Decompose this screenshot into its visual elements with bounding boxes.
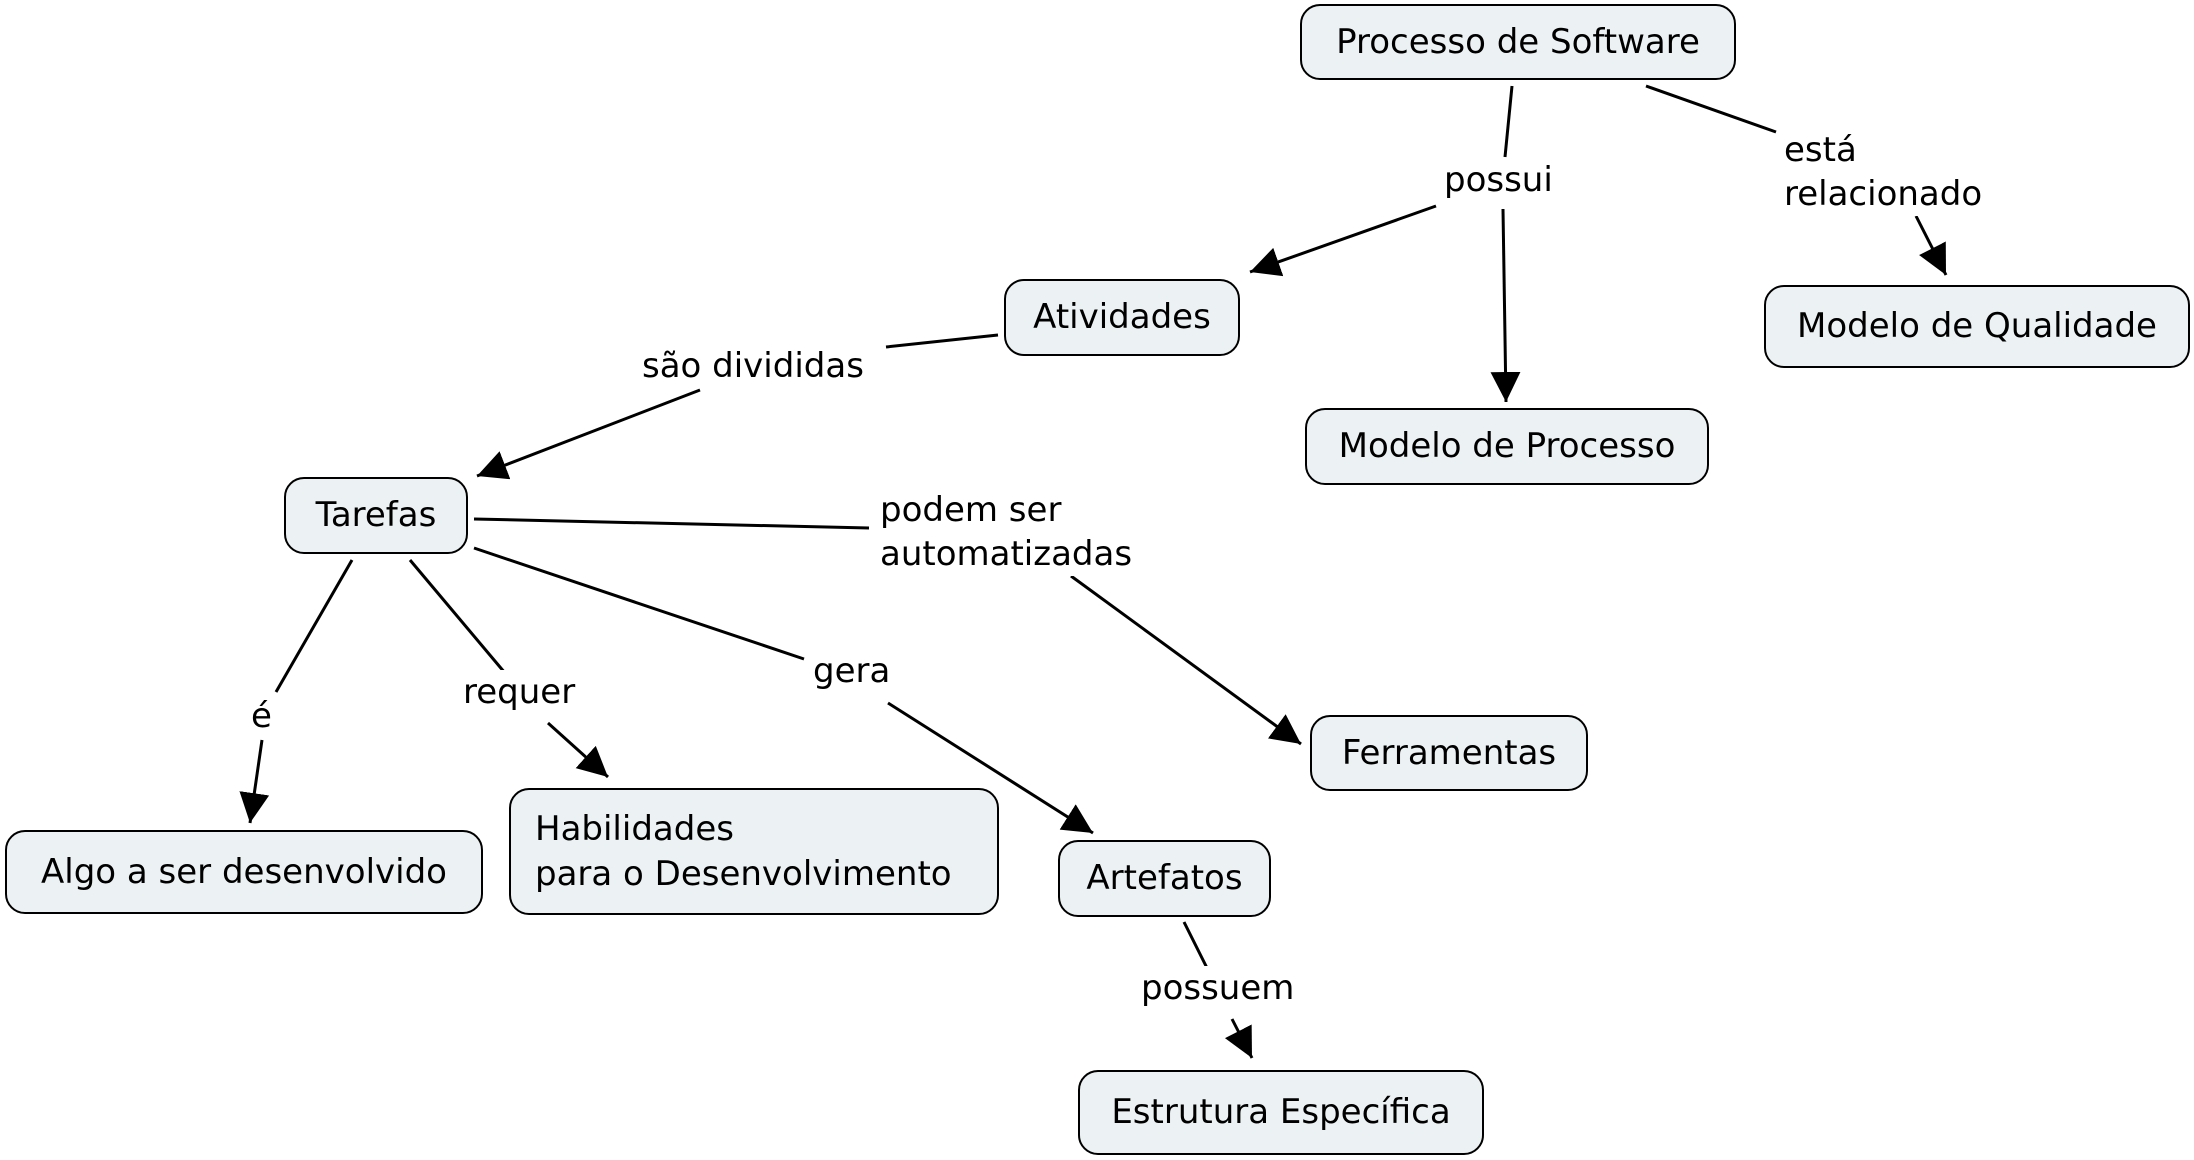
- node-modelo-de-qualidade[interactable]: Modelo de Qualidade: [1764, 285, 2190, 368]
- link-e: é: [251, 694, 272, 738]
- edge-gera-artefatos: [887, 701, 1094, 835]
- edge-esta-relacionado-modelo-qualidade: [1914, 215, 1948, 276]
- edge-artefatos-possuem: [1182, 921, 1211, 973]
- link-requer: requer: [463, 670, 576, 714]
- node-estrutura-especifica[interactable]: Estrutura Específica: [1078, 1070, 1484, 1155]
- edge-sao-divididas-tarefas: [476, 388, 701, 480]
- edge-processo-possui: [1503, 85, 1514, 158]
- node-artefatos[interactable]: Artefatos: [1058, 840, 1271, 917]
- edge-podem-ser-ferramentas: [1070, 574, 1302, 746]
- node-modelo-de-processo[interactable]: Modelo de Processo: [1305, 408, 1709, 485]
- edge-tarefas-gera: [473, 546, 805, 661]
- edge-tarefas-e: [274, 559, 354, 693]
- edge-tarefas-podem-ser: [473, 517, 870, 530]
- edge-possuem-estrutura: [1224, 1018, 1254, 1059]
- node-ferramentas[interactable]: Ferramentas: [1310, 715, 1588, 791]
- link-esta-relacionado: está relacionado: [1784, 128, 1983, 216]
- edge-processo-esta-relacionado: [1645, 84, 1777, 134]
- edge-requer-habilidades: [546, 721, 610, 779]
- link-possui: possui: [1444, 158, 1553, 202]
- node-processo-de-software[interactable]: Processo de Software: [1300, 4, 1736, 80]
- edge-e-algo: [239, 739, 270, 824]
- link-gera: gera: [813, 649, 891, 693]
- edge-atividades-sao-divididas: [885, 333, 999, 349]
- node-habilidades[interactable]: Habilidades para o Desenvolvimento: [509, 788, 999, 915]
- edge-possui-atividades: [1249, 204, 1437, 277]
- node-algo-a-ser-desenvolvido[interactable]: Algo a ser desenvolvido: [5, 830, 483, 914]
- link-sao-divididas: são divididas: [642, 344, 864, 388]
- node-atividades[interactable]: Atividades: [1004, 279, 1240, 356]
- node-tarefas[interactable]: Tarefas: [284, 477, 468, 554]
- link-podem-ser-automatizadas: podem ser automatizadas: [880, 488, 1133, 576]
- edge-possui-modelo-processo: [1490, 208, 1521, 403]
- edge-tarefas-requer: [408, 559, 507, 674]
- link-possuem: possuem: [1141, 966, 1295, 1010]
